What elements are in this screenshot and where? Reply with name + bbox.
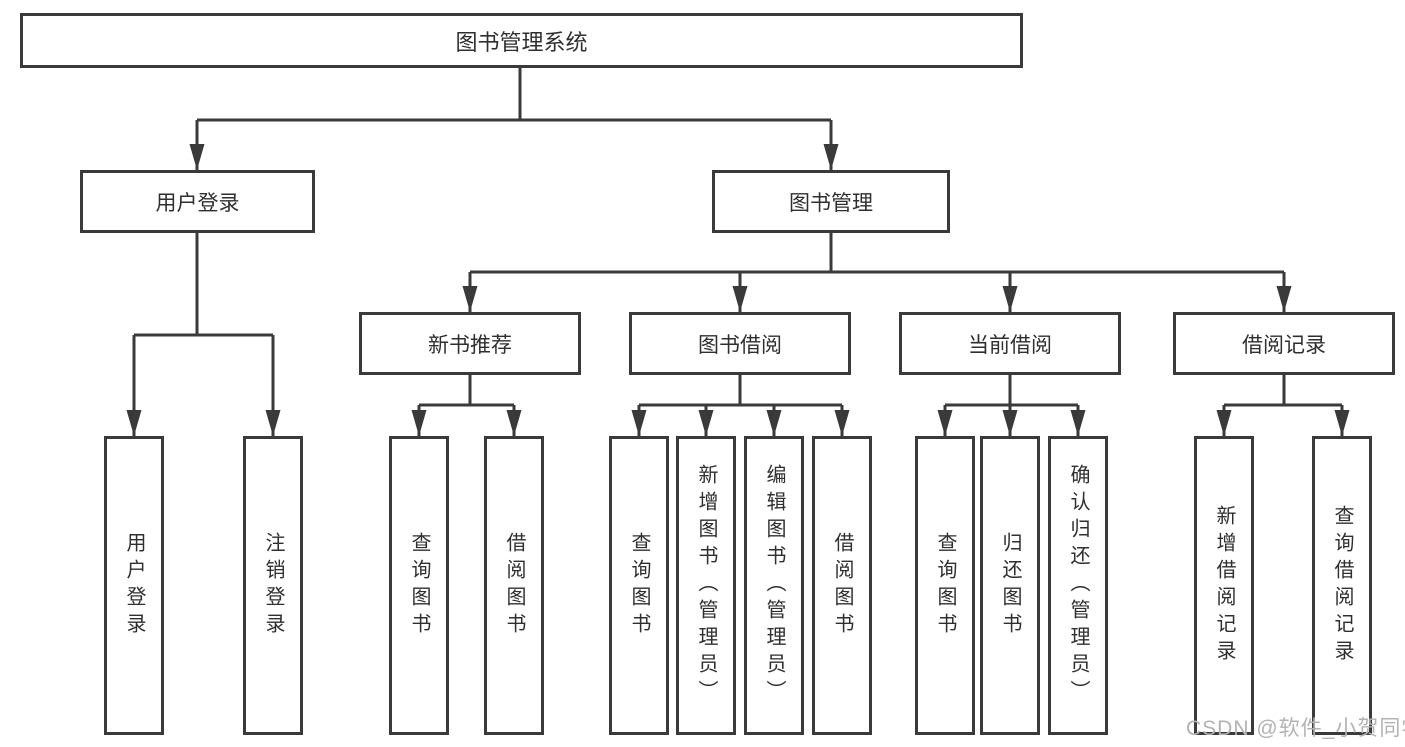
node-library-management-system: 图书管理系统 — [20, 13, 1023, 68]
leaf-confirm-return-admin: 确认归还（管理员） — [1048, 436, 1108, 735]
node-book-management: 图书管理 — [712, 170, 950, 233]
leaf-query-books-borrowing: 查询图书 — [609, 436, 669, 735]
leaf-edit-book-admin: 编辑图书（管理员） — [744, 436, 804, 735]
connector-borrowing-records-to-leaves — [1216, 375, 1350, 436]
leaf-query-books-current: 查询图书 — [915, 436, 975, 735]
connector-book-management-to-level3 — [462, 233, 1292, 312]
node-new-book-recommend: 新书推荐 — [359, 312, 581, 375]
leaf-query-books-recommend: 查询图书 — [389, 436, 449, 735]
node-user-login: 用户登录 — [80, 170, 315, 233]
connector-root-to-level2 — [189, 68, 839, 170]
connector-current-borrowing-to-leaves — [937, 375, 1086, 436]
leaf-user-login: 用户登录 — [104, 436, 164, 735]
leaf-return-books: 归还图书 — [980, 436, 1040, 735]
connector-book-borrowing-to-leaves — [631, 375, 850, 436]
csdn-watermark: CSDN @软件_小贺同学 — [1186, 717, 1405, 740]
node-book-borrowing: 图书借阅 — [629, 312, 851, 375]
connector-user-login-to-leaves — [126, 233, 281, 436]
node-borrowing-records: 借阅记录 — [1173, 312, 1395, 375]
leaf-logout: 注销登录 — [243, 436, 303, 735]
connector-new-book-to-leaves — [411, 375, 522, 436]
leaf-add-borrow-record: 新增借阅记录 — [1194, 436, 1254, 735]
leaf-add-book-admin: 新增图书（管理员） — [676, 436, 736, 735]
leaf-borrow-books-recommend: 借阅图书 — [484, 436, 544, 735]
leaf-borrow-books-borrowing: 借阅图书 — [812, 436, 872, 735]
leaf-query-borrow-record: 查询借阅记录 — [1312, 436, 1372, 735]
node-current-borrowing: 当前借阅 — [899, 312, 1121, 375]
